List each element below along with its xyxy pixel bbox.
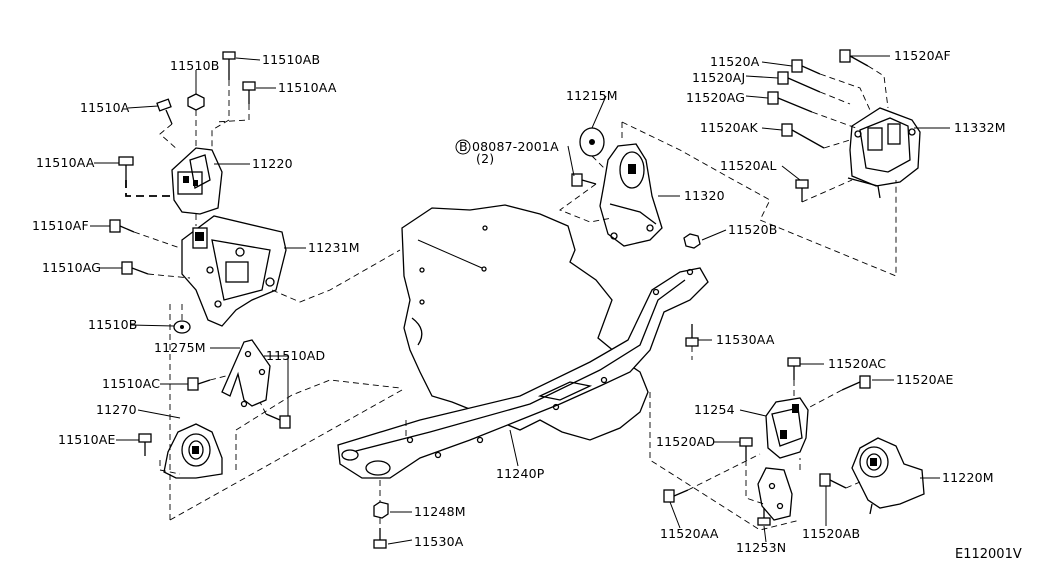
engine-mount-11220m bbox=[851, 437, 925, 515]
nut-11520b bbox=[683, 233, 701, 249]
bolt-11520ad bbox=[739, 437, 753, 460]
label-11510aa-left: 11510AA bbox=[36, 155, 95, 170]
bolt-11520ak bbox=[781, 123, 825, 149]
crossmember-11240p bbox=[337, 267, 709, 479]
engine-mount-11220 bbox=[171, 147, 223, 215]
label-11254: 11254 bbox=[694, 402, 735, 417]
bolt-11520al bbox=[795, 179, 809, 202]
bolt-11520ac bbox=[787, 357, 801, 380]
bolt-11510aa-top bbox=[242, 81, 256, 104]
bolt-11520ab bbox=[819, 473, 847, 489]
bolt-11520ag bbox=[767, 91, 813, 113]
insulator-11270 bbox=[163, 423, 223, 479]
label-11510ad: 11510AD bbox=[266, 348, 325, 363]
label-11510ae: 11510AE bbox=[58, 432, 116, 447]
label-08087-qty: (2) bbox=[476, 151, 494, 166]
label-11510b-bottom: 11510B bbox=[88, 317, 138, 332]
bolt-11520a bbox=[791, 59, 821, 75]
bolt-11510ag bbox=[121, 261, 149, 275]
label-11520al: 11520AL bbox=[720, 158, 777, 173]
label-11520ag: 11520AG bbox=[686, 90, 745, 105]
nut-11510b-top bbox=[187, 93, 205, 111]
stopper-11215m bbox=[579, 127, 605, 157]
label-11240p: 11240P bbox=[496, 466, 545, 481]
label-11510af: 11510AF bbox=[32, 218, 89, 233]
bolt-11510ab bbox=[222, 51, 236, 80]
diagram-code: E112001V bbox=[955, 547, 1022, 562]
bolt-11510a bbox=[156, 98, 173, 125]
label-08087-prefix: B bbox=[459, 139, 468, 154]
label-11275m: 11275M bbox=[154, 340, 206, 355]
bolt-11510aa-left bbox=[118, 156, 134, 180]
bolt-11253n bbox=[757, 508, 771, 526]
bolt-11510ac bbox=[187, 377, 211, 391]
label-11220m: 11220M bbox=[942, 470, 994, 485]
label-11520a: 11520A bbox=[710, 54, 760, 69]
bolt-11510ad bbox=[265, 413, 291, 429]
bolt-11530a bbox=[373, 528, 387, 549]
assembly-guide-lines bbox=[125, 65, 897, 531]
mount-bracket-11231m bbox=[181, 215, 287, 327]
engine-mount-11320 bbox=[599, 143, 663, 247]
bolt-11510af bbox=[109, 219, 135, 233]
label-11520ae: 11520AE bbox=[896, 372, 954, 387]
label-11520ac: 11520AC bbox=[828, 356, 886, 371]
label-11510a: 11510A bbox=[80, 100, 130, 115]
leader-lines bbox=[90, 55, 950, 545]
label-11270: 11270 bbox=[96, 402, 137, 417]
bolt-11520af bbox=[839, 49, 869, 67]
bolt-11520ae bbox=[841, 375, 871, 391]
label-11520af: 11520AF bbox=[894, 48, 951, 63]
label-11220: 11220 bbox=[252, 156, 293, 171]
label-11332m: 11332M bbox=[954, 120, 1006, 135]
bolt-11520aj bbox=[777, 71, 821, 93]
label-11510ab: 11510AB bbox=[262, 52, 320, 67]
label-11253n: 11253N bbox=[736, 540, 786, 555]
label-11520ab: 11520AB bbox=[802, 526, 860, 541]
label-11520ak: 11520AK bbox=[700, 120, 759, 135]
bolt-11520aa bbox=[663, 489, 689, 503]
bolt-11530aa bbox=[685, 324, 699, 347]
bolt-08087-2001a bbox=[571, 173, 597, 187]
circled-b-symbol bbox=[455, 139, 471, 155]
label-11520ad: 11520AD bbox=[656, 434, 715, 449]
callout-labels: 11510AB 11510B 11510AA 11510A 11510AA 11… bbox=[32, 48, 1022, 562]
bracket-11254 bbox=[765, 397, 809, 459]
bracket-11332m bbox=[847, 107, 921, 199]
label-11520aa: 11520AA bbox=[660, 526, 719, 541]
label-11510aa-top: 11510AA bbox=[278, 80, 337, 95]
bolt-11510ae bbox=[138, 433, 152, 456]
label-11520b: 11520B bbox=[728, 222, 778, 237]
bracket-11253n bbox=[757, 467, 793, 521]
label-11510ac: 11510AC bbox=[102, 376, 160, 391]
label-11510ag: 11510AG bbox=[42, 260, 101, 275]
label-08087-2001a: 08087-2001A bbox=[472, 139, 559, 154]
nut-11248m bbox=[373, 501, 389, 519]
label-11231m: 11231M bbox=[308, 240, 360, 255]
label-11510b-top: 11510B bbox=[170, 58, 220, 73]
bracket-11275m bbox=[221, 339, 271, 408]
label-11530aa: 11530AA bbox=[716, 332, 775, 347]
nut-11510b-bottom bbox=[173, 320, 191, 334]
label-11520aj: 11520AJ bbox=[692, 70, 745, 85]
label-11320: 11320 bbox=[684, 188, 725, 203]
label-11215m: 11215M bbox=[566, 88, 618, 103]
label-11248m: 11248M bbox=[414, 504, 466, 519]
label-11530a: 11530A bbox=[414, 534, 464, 549]
